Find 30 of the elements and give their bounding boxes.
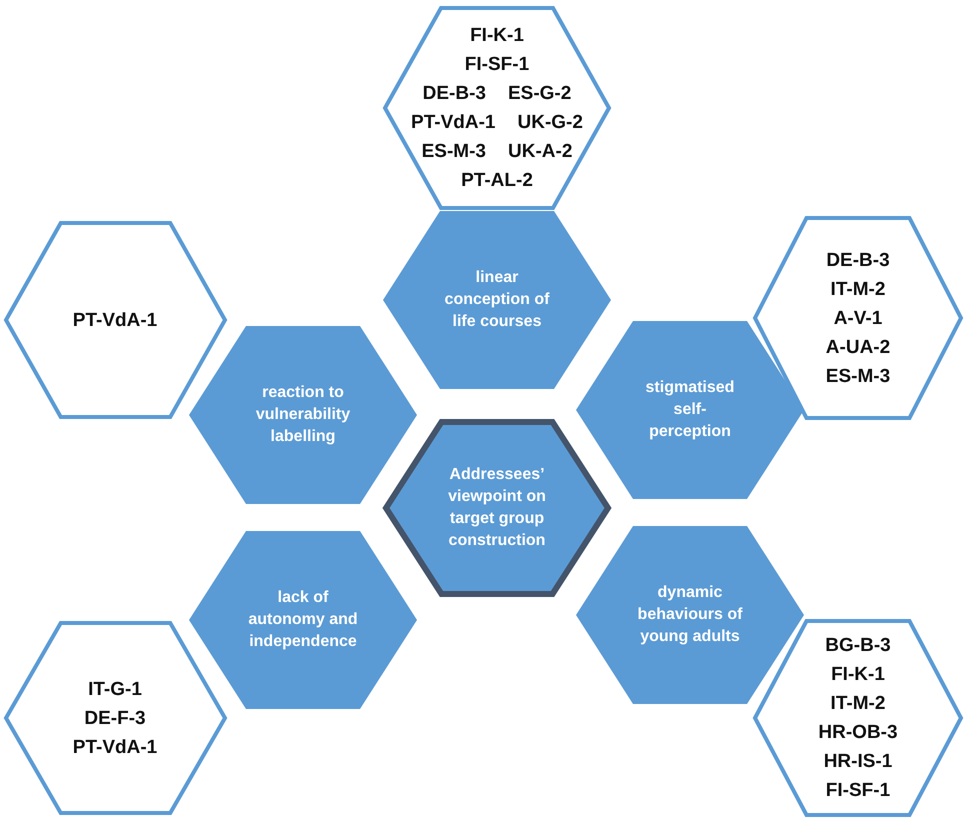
case-code: PT-AL-2	[461, 169, 533, 193]
case-code: FI-SF-1	[826, 779, 890, 803]
central-theme: Addressees’ viewpoint on target group construction	[447, 465, 547, 551]
case-code: IT-M-2	[830, 278, 886, 302]
case-code: UK-A-2	[508, 140, 572, 164]
case-code: ES-M-3	[826, 364, 890, 388]
theme-label: lack of autonomy and independence	[247, 588, 359, 652]
case-code: FI-K-1	[470, 24, 524, 48]
case-code: IT-G-1	[88, 678, 142, 702]
case-code: DE-B-3	[422, 82, 486, 106]
theme-label: stigmatised self-perception	[644, 378, 736, 442]
case-code: ES-M-3	[422, 140, 486, 164]
theme-label: reaction to vulnerability labelling	[254, 383, 352, 447]
case-code: IT-M-2	[830, 692, 886, 716]
case-code: HR-OB-3	[818, 721, 898, 745]
case-code: PT-VdA-1	[72, 736, 158, 760]
case-code: A-V-1	[834, 306, 882, 330]
case-code: A-UA-2	[826, 336, 890, 360]
case-code: FI-SF-1	[464, 53, 530, 77]
case-code: PT-VdA-1	[411, 111, 496, 135]
theme-label: linear conception of life courses	[444, 268, 550, 332]
case-code: PT-VdA-1	[72, 308, 158, 332]
case-code: FI-K-1	[831, 663, 885, 687]
case-code: BG-B-3	[825, 634, 891, 658]
case-code: HR-IS-1	[824, 750, 892, 774]
theme-label: dynamic behaviours of young adults	[636, 583, 744, 647]
case-code: DE-B-3	[826, 248, 890, 272]
case-code: UK-G-2	[518, 111, 583, 135]
case-code: ES-G-2	[508, 82, 572, 106]
case-code: DE-F-3	[84, 706, 146, 730]
